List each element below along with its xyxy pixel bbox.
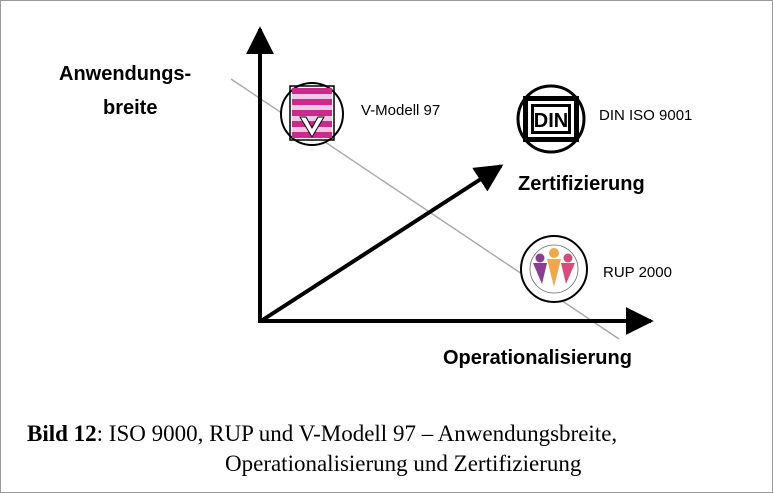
din-logo-icon: DIN bbox=[516, 84, 586, 154]
rup-label: RUP 2000 bbox=[603, 264, 672, 281]
y-axis-label-line1: Anwendungs- bbox=[59, 63, 192, 85]
caption-prefix: Bild 12 bbox=[27, 421, 97, 446]
vmodell-logo-icon bbox=[280, 82, 344, 146]
rup-logo-icon bbox=[520, 235, 588, 303]
figure-caption: Bild 12: ISO 9000, RUP und V-Modell 97 –… bbox=[27, 419, 767, 479]
din-label: DIN ISO 9001 bbox=[599, 107, 693, 124]
caption-line1: Bild 12: ISO 9000, RUP und V-Modell 97 –… bbox=[27, 419, 767, 449]
x-axis-label: Operationalisierung bbox=[443, 347, 632, 369]
vmodell-label: V-Modell 97 bbox=[361, 102, 441, 119]
din-logo-text: DIN bbox=[534, 110, 568, 132]
zertifizierung-arrow bbox=[259, 164, 504, 323]
caption-line1-text: : ISO 9000, RUP und V-Modell 97 – Anwend… bbox=[96, 421, 618, 446]
caption-line2: Operationalisierung und Zertifizierung bbox=[225, 451, 582, 476]
y-axis-label-line2: breite bbox=[103, 97, 158, 119]
arrow-label: Zertifizierung bbox=[518, 173, 645, 195]
